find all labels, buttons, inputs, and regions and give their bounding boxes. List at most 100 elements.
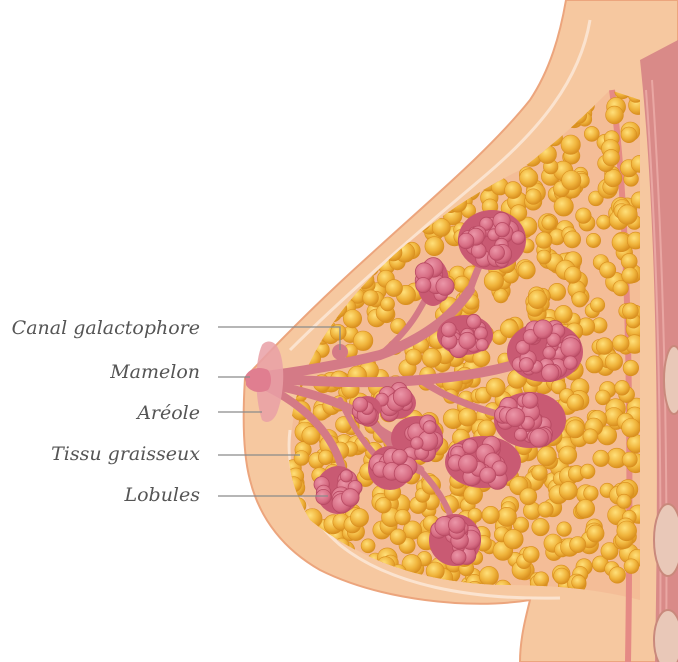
fat-globule — [464, 485, 483, 504]
fat-globule — [345, 124, 361, 140]
fat-globule — [287, 210, 306, 229]
fat-globule — [532, 518, 549, 535]
fat-globule — [486, 378, 505, 397]
fat-globule — [497, 507, 516, 526]
fat-globule — [623, 360, 639, 376]
fat-globule — [564, 231, 581, 248]
fat-globule — [445, 143, 464, 162]
fat-globule — [403, 170, 421, 188]
fat-globule — [311, 163, 328, 180]
fat-globule — [399, 97, 413, 111]
fat-globule — [478, 420, 496, 438]
fat-globule — [381, 297, 395, 311]
fat-globule — [460, 120, 478, 138]
fat-globule — [363, 290, 379, 306]
fat-globule — [292, 189, 308, 205]
fat-globule — [309, 137, 324, 152]
fat-globule — [452, 116, 467, 131]
fat-globule — [294, 177, 313, 196]
fat-globule — [336, 109, 351, 124]
fat-globule — [528, 290, 547, 309]
fat-globule — [617, 521, 637, 541]
fat-globule — [297, 244, 314, 261]
fat-globule — [291, 296, 310, 315]
fat-globule — [339, 130, 354, 145]
fat-globule — [488, 116, 504, 132]
fat-globule — [554, 197, 573, 216]
fat-globule — [319, 144, 336, 161]
fat-globule — [323, 208, 340, 225]
fat-globule — [374, 130, 390, 146]
fat-globule — [313, 234, 330, 251]
fat-globule — [622, 452, 637, 467]
fat-globule — [281, 194, 301, 214]
fat-globule — [476, 118, 493, 135]
fat-globule — [621, 253, 637, 269]
fat-globule — [381, 82, 398, 99]
fat-globule — [613, 335, 630, 352]
fat-globule — [441, 127, 456, 142]
fat-globule — [325, 86, 344, 105]
fat-globule — [576, 208, 592, 224]
fat-globule — [379, 155, 398, 174]
fat-globule — [305, 202, 323, 220]
fat-globule — [532, 465, 548, 481]
fat-globule — [583, 429, 598, 444]
fat-globule — [461, 88, 477, 104]
fat-globule — [422, 348, 441, 367]
fat-globule — [458, 408, 476, 426]
fat-globule — [283, 292, 299, 308]
fat-globule — [618, 205, 638, 225]
fat-globule — [290, 244, 306, 260]
fat-globule — [434, 118, 454, 138]
fat-globule — [505, 182, 522, 199]
fat-globule — [307, 151, 322, 166]
fat-globule — [361, 229, 380, 248]
fat-globule — [281, 238, 299, 256]
fat-globule — [284, 290, 301, 307]
fat-globule — [605, 353, 622, 370]
fat-globule — [335, 249, 355, 269]
fat-globule — [390, 122, 409, 141]
fat-globule — [499, 105, 514, 120]
fat-globule — [534, 572, 549, 587]
fat-globule — [586, 233, 600, 247]
fat-globule — [327, 194, 345, 212]
fat-globule — [597, 215, 611, 229]
fat-globule — [337, 181, 351, 195]
fat-globule — [311, 117, 326, 132]
fat-globule — [440, 91, 455, 106]
fat-globule — [296, 113, 316, 133]
lobule-cluster — [494, 392, 566, 448]
fat-globule — [557, 522, 572, 537]
fat-globule — [453, 114, 469, 130]
fat-globule — [282, 570, 300, 588]
fat-globule — [537, 250, 551, 264]
fat-globule — [526, 189, 542, 205]
fat-globule — [590, 298, 604, 312]
fat-globule — [305, 239, 322, 256]
fat-globule — [327, 244, 344, 261]
fat-globule — [328, 87, 346, 105]
fat-globule — [355, 178, 374, 197]
fat-globule — [372, 90, 391, 109]
fat-globule — [307, 84, 324, 101]
fat-globule — [388, 96, 406, 114]
fat-globule — [297, 250, 315, 268]
fat-globule — [391, 110, 409, 128]
fat-globule — [345, 224, 364, 243]
fat-globule — [615, 380, 630, 395]
fat-globule — [383, 91, 399, 107]
fat-globule — [292, 264, 309, 281]
fat-globule — [390, 529, 406, 545]
fat-globule — [335, 172, 350, 187]
fat-globule — [586, 356, 603, 373]
fat-globule — [313, 188, 328, 203]
fat-globule — [289, 119, 304, 134]
fat-globule — [349, 240, 363, 254]
fat-globule — [537, 447, 556, 466]
fat-globule — [584, 486, 599, 501]
fat-globule — [312, 118, 331, 137]
fat-globule — [337, 227, 353, 243]
fat-globule — [549, 283, 566, 300]
